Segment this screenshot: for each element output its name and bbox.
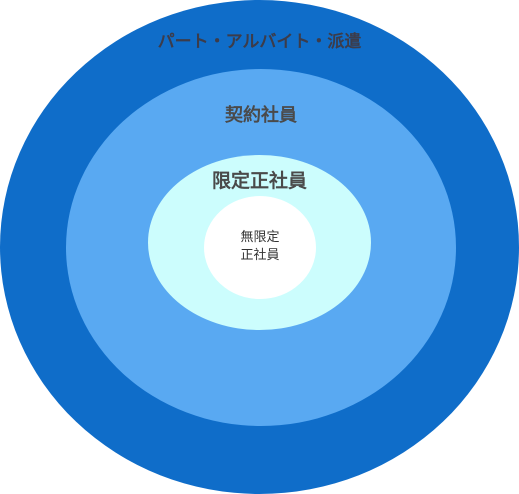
core-label-line-1: 無限定 <box>240 230 280 245</box>
unlimited-regular-employee-core <box>204 196 316 299</box>
contract-employee-label: 契約社員 <box>225 105 297 126</box>
unlimited-regular-employee-label: 無限定 正社員 <box>204 229 316 265</box>
core-label-line-2: 正社員 <box>240 248 280 263</box>
outer-ring-label: パート・アルバイト・派遣 <box>157 32 362 52</box>
limited-regular-employee-label: 限定正社員 <box>211 170 307 192</box>
